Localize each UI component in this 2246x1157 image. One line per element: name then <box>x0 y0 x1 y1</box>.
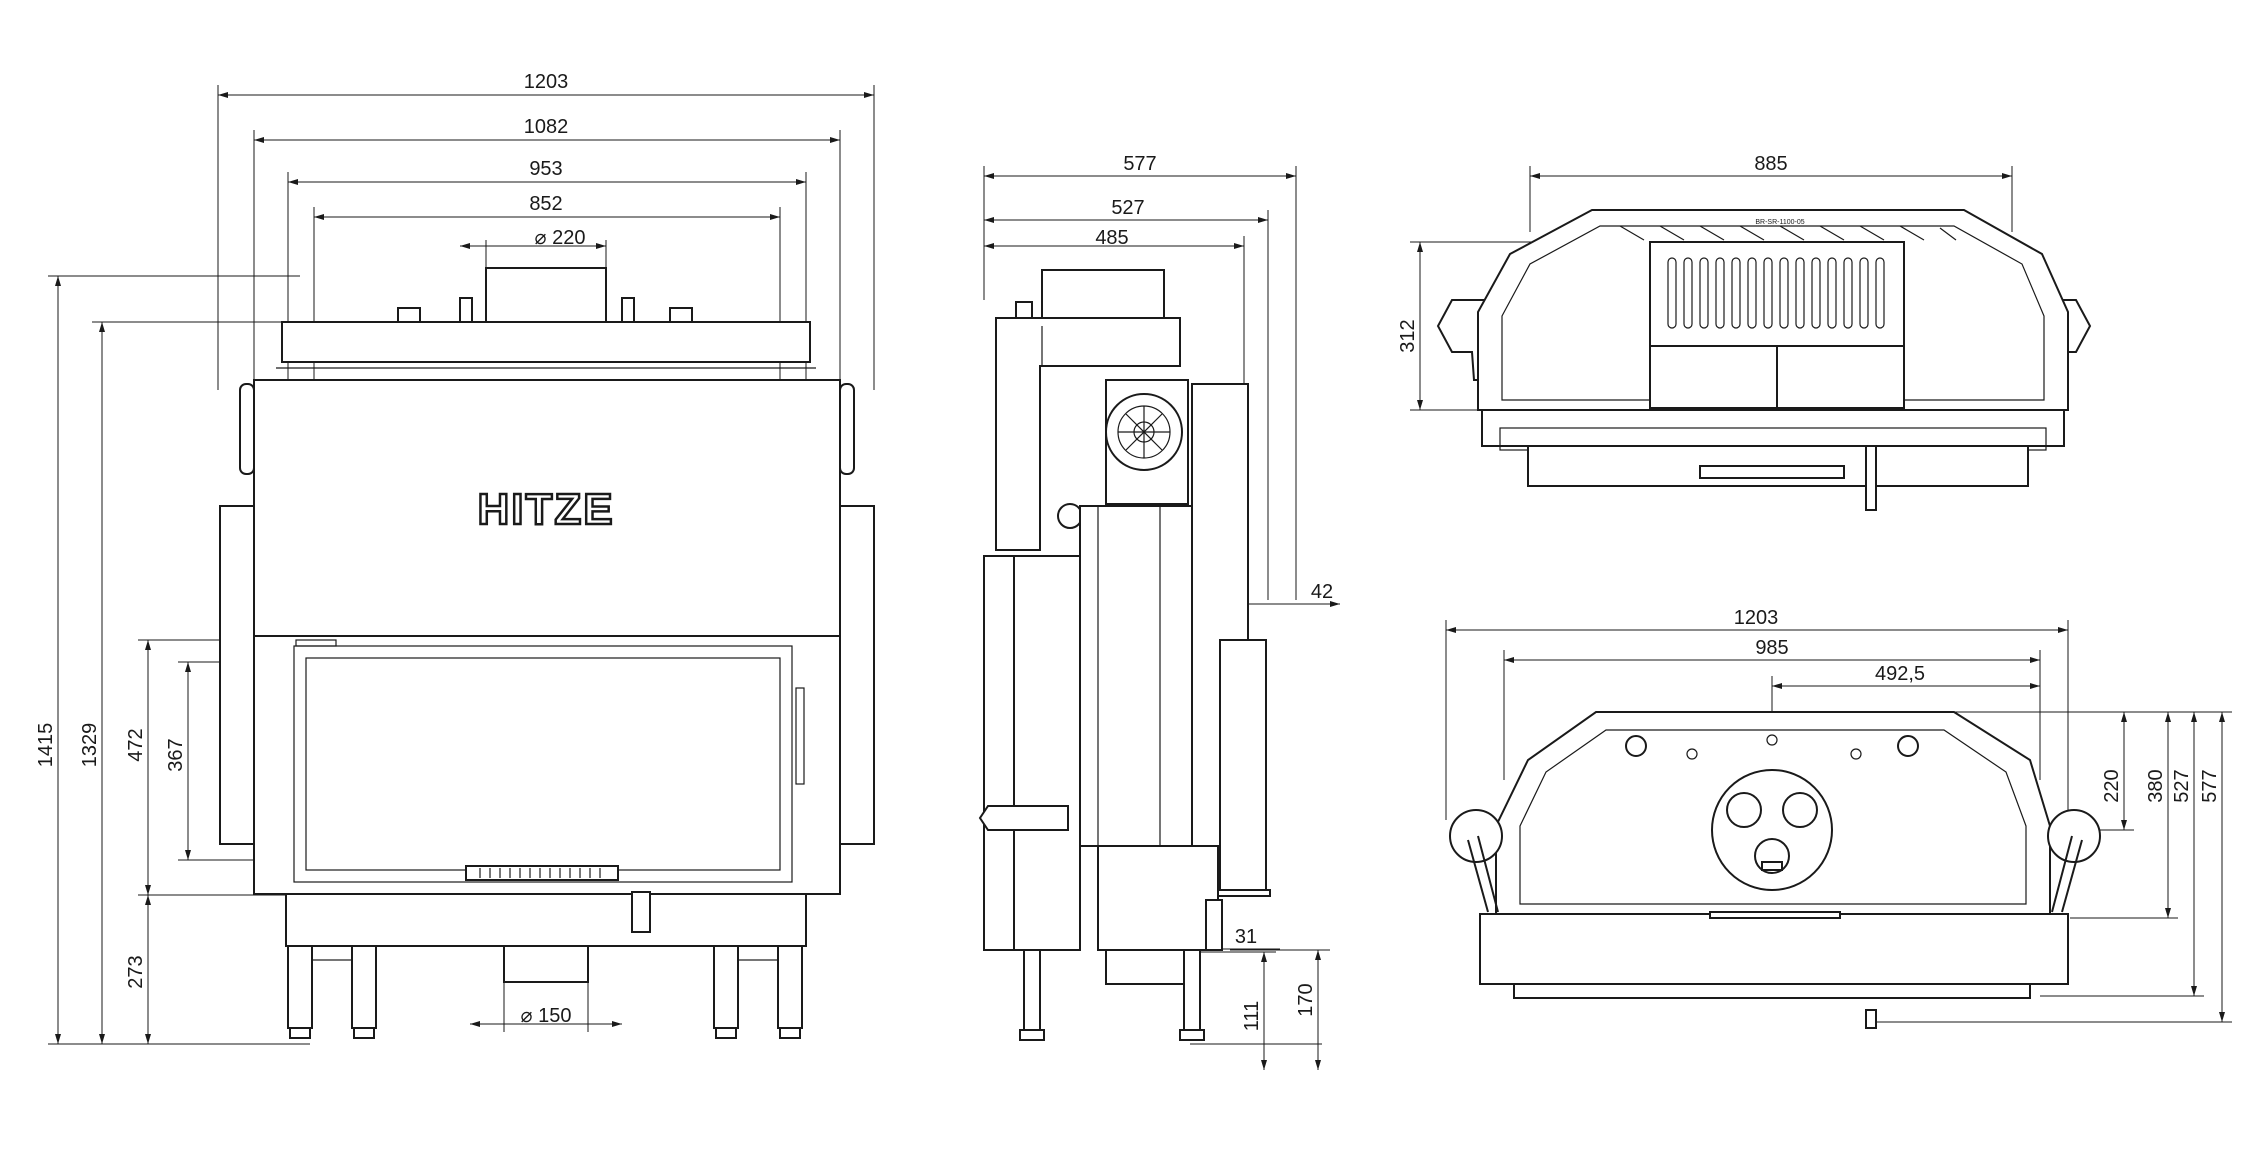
bottom-view-body <box>1449 711 2101 1029</box>
dim-bottom-527: 527 <box>2171 769 2193 802</box>
dim-front-367: 367 <box>165 738 187 771</box>
dim-side-170: 170 <box>1295 983 1317 1016</box>
dim-top-885: 885 <box>1754 153 1787 175</box>
front-bottom-grille-slots <box>479 868 601 878</box>
dim-bottom-492: 492,5 <box>1875 663 1925 685</box>
dim-front-flue-220: ⌀ 220 <box>535 227 586 249</box>
brand-logo: HITZE <box>477 485 614 534</box>
side-depth-dimensions: 577 527 485 42 31 111 170 <box>983 153 1340 1070</box>
dim-side-111: 111 <box>1241 1001 1263 1031</box>
dim-bottom-1203: 1203 <box>1734 607 1779 629</box>
dim-top-312: 312 <box>1397 319 1419 352</box>
dim-front-1329: 1329 <box>79 723 101 768</box>
top-view-dimensions: 885 312 <box>1397 153 2013 411</box>
dim-bottom-380: 380 <box>2145 769 2167 802</box>
dim-bottom-220: 220 <box>2101 769 2123 802</box>
dim-front-1203: 1203 <box>524 71 569 93</box>
dim-front-953: 953 <box>529 158 562 180</box>
top-view-body: BR-SR-1100-05 <box>1436 209 2092 511</box>
top-view: 885 312 BR-SR-1100-05 <box>1397 153 2092 511</box>
dim-side-31: 31 <box>1235 926 1257 948</box>
front-body: ⌀ 150 HITZE <box>219 267 875 1039</box>
dim-front-273: 273 <box>125 955 147 988</box>
dim-front-1082: 1082 <box>524 116 569 138</box>
top-view-hatch <box>1619 225 1957 241</box>
dim-side-527: 527 <box>1111 197 1144 219</box>
dim-bottom-985: 985 <box>1755 637 1788 659</box>
top-view-plate-code: BR-SR-1100-05 <box>1755 219 1804 226</box>
side-view: 577 527 485 42 31 111 170 <box>978 153 1340 1070</box>
dim-front-1415: 1415 <box>35 723 57 768</box>
dim-front-flue-150: ⌀ 150 <box>521 1005 572 1027</box>
side-body <box>978 269 1271 1041</box>
dim-side-42: 42 <box>1311 581 1333 603</box>
top-view-grate-slots <box>1667 257 1885 329</box>
dim-bottom-577: 577 <box>2199 769 2221 802</box>
bottom-view: 1203 985 492,5 220 380 527 577 <box>1445 607 2232 1029</box>
front-view: 1203 1082 953 852 ⌀ 220 1415 <box>35 71 875 1045</box>
dim-side-577: 577 <box>1123 153 1156 175</box>
dim-front-472: 472 <box>125 728 147 761</box>
dim-side-485: 485 <box>1095 227 1128 249</box>
dim-front-852: 852 <box>529 193 562 215</box>
